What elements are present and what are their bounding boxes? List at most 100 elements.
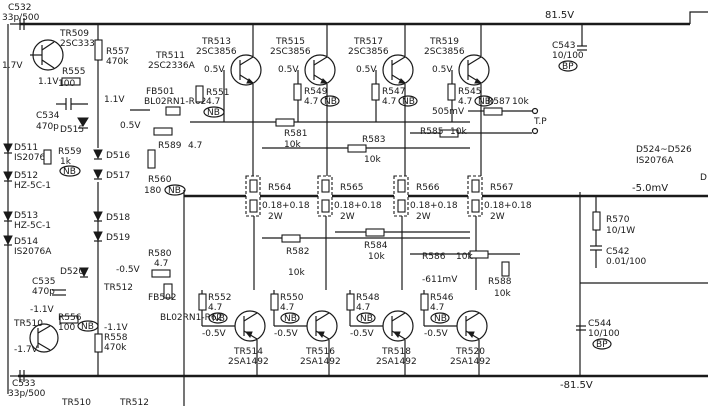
c534-label: C534	[36, 111, 60, 121]
c532-value: 33p/500	[2, 13, 40, 23]
tr516-base-voltage: -0.5V	[274, 329, 299, 339]
d519-label: D519	[106, 233, 130, 243]
c543-bp-tag: BP	[562, 62, 574, 72]
c544-bp-tag: BP	[596, 340, 608, 350]
tr509-transistor: TR509 2SC3334	[30, 29, 101, 71]
bias-voltage-label: -5.0mV	[632, 183, 668, 194]
c534-capacitor: C534 470p	[36, 98, 88, 132]
tr511-emitter-voltage: 0.5V	[120, 121, 141, 131]
tr516-transistor	[306, 310, 338, 342]
tr516-type: 2SA1492	[300, 357, 341, 367]
c544-label: C544	[588, 319, 612, 329]
negative-rail: -81.5V	[18, 374, 708, 391]
r570-label: R570	[606, 215, 630, 225]
tr519-type: 2SC3856	[424, 47, 465, 57]
r559-resistor: R559 1k NB	[43, 147, 82, 177]
tr520-transistor	[456, 310, 488, 342]
r555-label: R555	[62, 67, 85, 77]
r550-nb-tag: NB	[284, 314, 297, 324]
d518-label: D518	[106, 213, 130, 223]
r545-voltage-readout: 505mV	[432, 107, 465, 117]
r556-label: R556	[58, 313, 82, 323]
r586-label: R586	[422, 252, 446, 262]
r583-resistor: R583 10k	[262, 135, 470, 165]
tr519-transistor	[458, 54, 490, 86]
tr511-label: TR511	[155, 51, 185, 61]
d514-label: D514	[14, 237, 38, 247]
tr517-label: TR517	[353, 37, 383, 47]
lower-output-stage: R5524.7NB-0.5VTR5142SA1492R5504.7NB-0.5V…	[198, 290, 491, 376]
r547-label: R547	[382, 87, 405, 97]
r564-value: 0.18+0.18	[262, 201, 310, 211]
test-point-label: T.P	[533, 117, 547, 127]
r565-wattage: 2W	[340, 212, 355, 222]
r559-nb-tag: NB	[63, 167, 76, 177]
footer-tr512: TR512	[119, 398, 149, 406]
footer-tr510: TR510	[61, 398, 91, 406]
r551-label: R551	[206, 88, 229, 98]
tr518-transistor	[382, 310, 414, 342]
d517-diode: D517	[93, 169, 130, 181]
d516-label: D516	[106, 151, 130, 161]
tr512-emitter-voltage: -1.1V	[104, 323, 129, 333]
d516-diode: D516	[93, 90, 130, 161]
r548-nb-tag: NB	[360, 314, 373, 324]
d514-diode: D514 IS2076A	[3, 235, 52, 257]
c535-capacitor: C535 470p	[32, 277, 66, 297]
d513-label: D513	[14, 211, 38, 221]
d513-type: HZ-5C-1	[14, 221, 51, 231]
d513-zener: D513 HZ-5C-1	[3, 211, 51, 231]
r583-value: 10k	[364, 155, 381, 165]
r567-wattage: 2W	[490, 212, 505, 222]
tr519-label: TR519	[429, 37, 459, 47]
tr515-transistor	[304, 54, 336, 86]
d518-diode: D518	[93, 182, 130, 340]
tr510-label: TR510	[13, 319, 43, 329]
tr515-type: 2SC3856	[270, 47, 311, 57]
fb502-ferrite: FB502 BL02RN1-R62	[148, 283, 222, 323]
r557-resistor: R557 470k	[94, 24, 129, 90]
tr518-base-voltage: -0.5V	[350, 329, 375, 339]
tr520-type: 2SA1492	[450, 357, 491, 367]
c544-capacitor: C544 10/100 BP	[576, 319, 620, 350]
d524-type: IS2076A	[636, 156, 674, 166]
r552-value: 4.7	[208, 303, 222, 313]
tr517-transistor	[382, 54, 414, 86]
tr517-base-voltage: 0.5V	[356, 65, 377, 75]
r560-value: 180	[144, 186, 161, 196]
r581-value: 10k	[284, 140, 301, 150]
d512-label: D512	[14, 171, 38, 181]
r559-value: 1k	[60, 157, 72, 167]
r549-value: 4.7	[304, 97, 318, 107]
r582-label: R582	[286, 247, 309, 257]
r556-resistor: R556 100 NB	[58, 313, 99, 333]
tr513-type: 2SC3856	[196, 47, 237, 57]
r552-label: R552	[208, 293, 231, 303]
fb502-label: FB502	[148, 293, 177, 303]
r570-resistor: R570 10/1W	[592, 196, 635, 246]
r565-value: 0.18+0.18	[334, 201, 382, 211]
r589-value: 4.7	[188, 141, 202, 151]
r547-value: 4.7	[382, 97, 396, 107]
r565-label: R565	[340, 183, 363, 193]
c543-value: 10/100	[552, 51, 584, 61]
r547-nb-tag: NB	[402, 97, 415, 107]
r588-label: R588	[488, 277, 512, 287]
r586-value: 10k	[456, 252, 473, 262]
tr511-base-voltage: 1.1V	[104, 95, 125, 105]
c542-value: 0.01/100	[606, 257, 647, 267]
tr512-label-left: TR512	[103, 283, 133, 293]
tr515-base-voltage: 0.5V	[278, 65, 299, 75]
r560-nb-tag: NB	[168, 186, 181, 196]
r586-resistor: R586 10k	[410, 250, 520, 262]
r549-nb-tag: NB	[324, 97, 337, 107]
r584-value: 10k	[368, 252, 385, 262]
r587-value: 10k	[512, 97, 529, 107]
c543-capacitor: C543 10/100 BP	[552, 24, 587, 72]
r587-label: R587	[487, 97, 510, 107]
d512-zener: D512 HZ-5C-1	[3, 171, 51, 191]
tr514-transistor	[234, 310, 266, 342]
r551-nb-tag: NB	[207, 108, 220, 118]
d517-label: D517	[106, 171, 130, 181]
r567-value: 0.18+0.18	[484, 201, 532, 211]
